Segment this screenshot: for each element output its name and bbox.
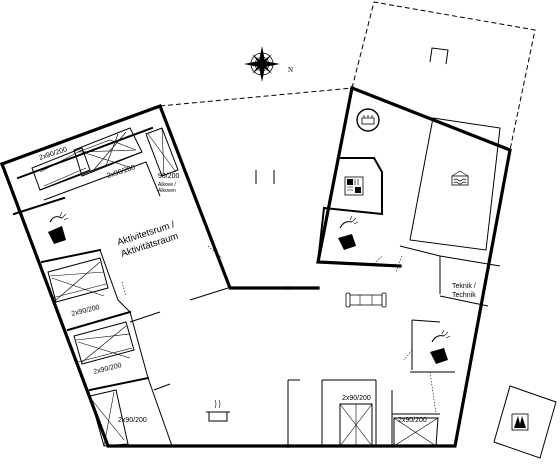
outdoor-chair-icon bbox=[429, 47, 449, 65]
shower-icon-right-upper bbox=[338, 215, 359, 250]
bed-label: 2x90/200 bbox=[71, 304, 101, 318]
bed-label: 2x90/200 bbox=[106, 164, 136, 180]
bed-label: 2x90/200 bbox=[93, 362, 123, 376]
sofa-icon bbox=[345, 292, 387, 308]
sauna-icon bbox=[344, 176, 364, 196]
room-label-technical-line1: Teknik / bbox=[452, 283, 476, 290]
shower-icon-left bbox=[48, 211, 69, 244]
bed-label: 2x90/200 bbox=[342, 395, 371, 402]
interior-walls-right bbox=[287, 157, 501, 446]
shower-icon-right-lower bbox=[430, 329, 451, 364]
bed-label: 2x90/200 bbox=[118, 417, 147, 424]
alcove-label-line2: Alkoven bbox=[158, 188, 176, 194]
whirlpool-icon bbox=[356, 108, 380, 132]
bed-bottom-left bbox=[89, 389, 129, 447]
compass-north-label: N bbox=[288, 66, 293, 74]
bed-alcove bbox=[145, 127, 179, 177]
fire-icon bbox=[511, 413, 529, 431]
compass-rose-icon bbox=[244, 46, 280, 82]
room-label-technical-line2: Technik bbox=[452, 292, 476, 299]
terrace-outline bbox=[159, 1, 536, 151]
pool bbox=[409, 117, 501, 251]
outdoor-firepit bbox=[493, 385, 557, 459]
exterior-walls bbox=[0, 85, 512, 448]
alcove-label-line1: Alkove / bbox=[158, 182, 176, 188]
bed-left-mid-1 bbox=[47, 257, 109, 303]
bed-left-mid-2 bbox=[73, 321, 135, 365]
bed-label: 2x90/200 bbox=[398, 417, 427, 424]
bed-bottom-right bbox=[393, 417, 439, 447]
cooking-pot-icon bbox=[206, 399, 230, 422]
bed-label: 90/200 bbox=[158, 173, 180, 180]
bed-top-left-2 bbox=[73, 127, 143, 177]
bed-bottom-center bbox=[339, 403, 373, 447]
interior-walls-left bbox=[12, 126, 275, 447]
pool-icon bbox=[451, 170, 469, 186]
